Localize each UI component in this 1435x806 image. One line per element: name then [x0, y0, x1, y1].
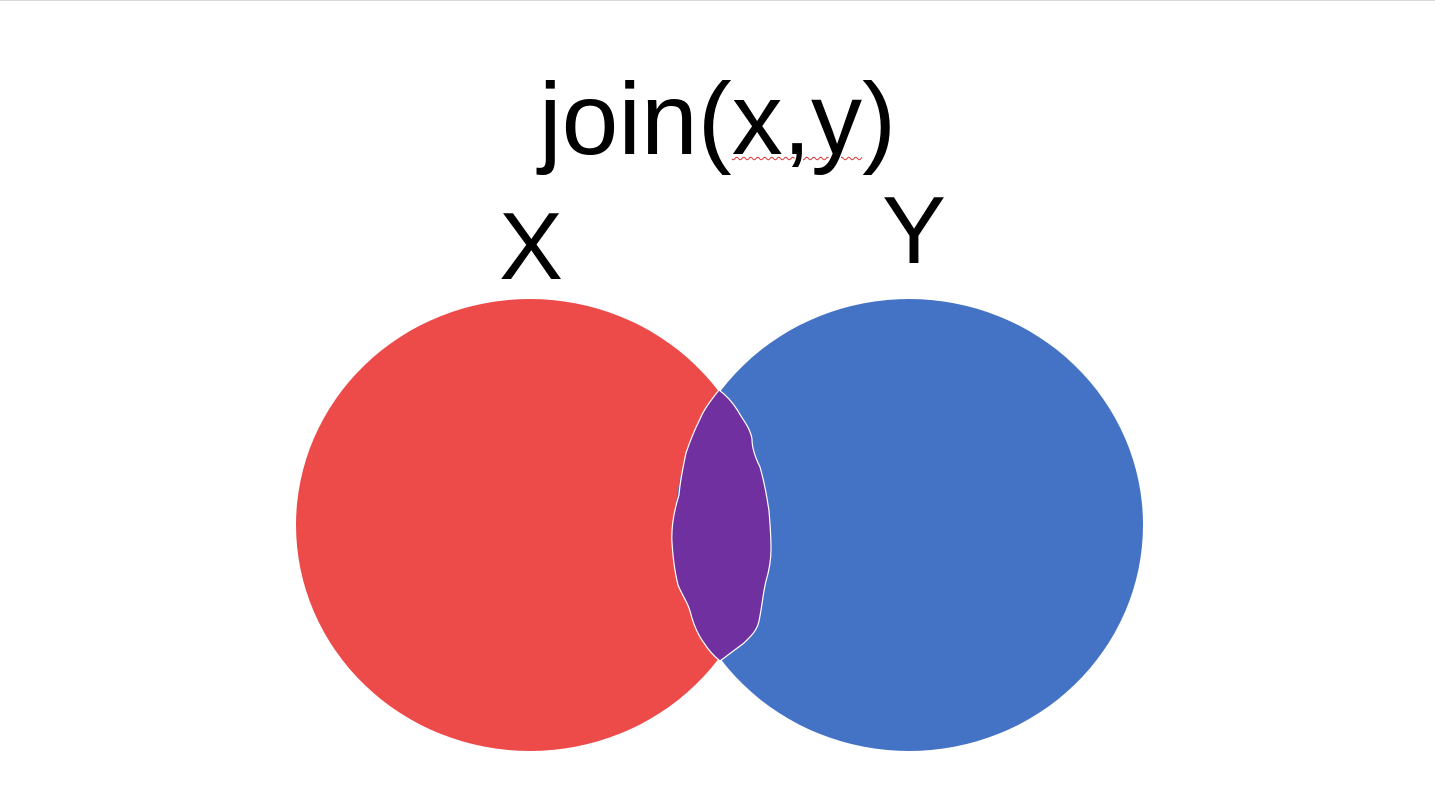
- title-suffix: ): [862, 62, 897, 176]
- diagram-title: join(x,y): [0, 63, 1435, 175]
- set-x-circle: [296, 299, 764, 751]
- intersection-region: [671, 389, 772, 662]
- set-x-label: X: [499, 193, 564, 300]
- title-args: x,y: [731, 62, 863, 176]
- title-prefix: join(: [538, 62, 732, 176]
- set-y-label: Y: [882, 177, 947, 284]
- set-y-circle: [675, 299, 1143, 751]
